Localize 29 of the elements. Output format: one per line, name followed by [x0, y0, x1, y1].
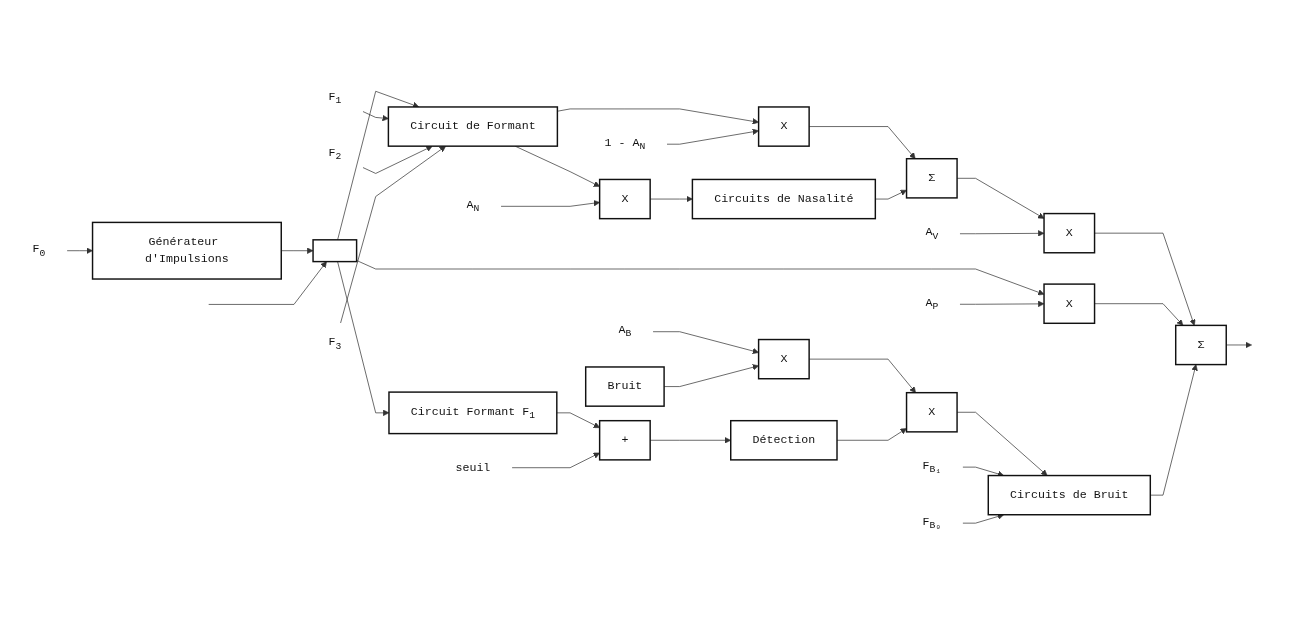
- node-box: Générateur d'Impulsions: [91, 221, 282, 280]
- node-text: F$_{B₁}$: [922, 459, 942, 475]
- node-box: Circuit de Formant: [387, 106, 559, 148]
- node-box: X: [757, 338, 810, 380]
- node-text: A$_{N}$: [466, 198, 480, 215]
- node-box: X: [757, 106, 810, 148]
- node-box: Détection: [730, 420, 838, 461]
- node-box: X: [905, 392, 958, 433]
- node-text: F$_{0}$: [32, 243, 46, 259]
- node-box: Circuits de Nasalité: [691, 178, 877, 220]
- node-text: A$_{P}$: [925, 296, 939, 313]
- node-box: X: [1043, 213, 1096, 254]
- node-text: A$_{V}$: [925, 226, 939, 242]
- node-box: [312, 239, 358, 263]
- node-text: seuil: [455, 461, 491, 475]
- node-box: Circuit Formant F$_{1}$: [388, 391, 558, 435]
- node-text: F$_{2}$: [328, 147, 342, 163]
- node-box: X: [1043, 283, 1096, 325]
- node-text: A$_{B}$: [618, 324, 632, 340]
- node-text: F$_{1}$: [328, 91, 342, 107]
- node-box: +: [598, 420, 651, 461]
- node-text: 1 - A$_{N}$: [604, 136, 646, 153]
- node-text: F$_{3}$: [328, 336, 342, 352]
- node-box: X: [598, 178, 651, 220]
- node-box: Circuits de Bruit: [987, 474, 1152, 516]
- node-box: Σ: [905, 158, 958, 199]
- node-box: Σ: [1175, 324, 1227, 366]
- node-box: Bruit: [584, 366, 665, 408]
- node-text: F$_{B₀}$: [922, 515, 942, 531]
